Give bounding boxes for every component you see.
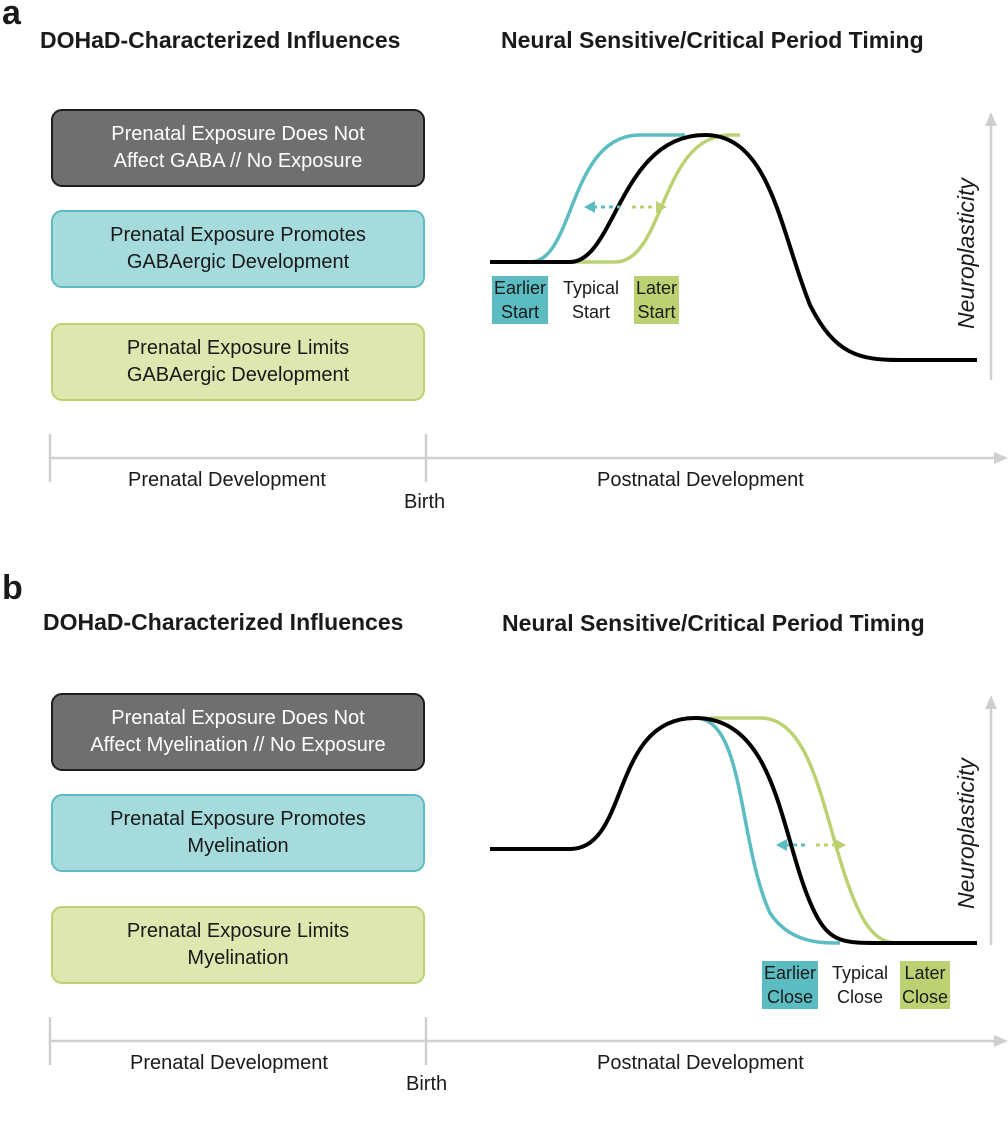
panel-a: a DOHaD-Characterized Influences Neural … [0,0,1008,547]
typical-curve [490,132,977,362]
later-arrowhead [835,839,846,851]
panel-letter: a [2,0,21,32]
marker-line: Earlier [762,961,819,985]
promotes-box: Prenatal Exposure Promotes Myelination [51,794,425,872]
prenatal-label: Prenatal Development [130,1052,328,1074]
development-timeline [48,1017,1008,1065]
y-axis-arrowhead [985,695,997,709]
earlier-close-curve [694,716,841,945]
postnatal-label: Postnatal Development [597,1052,804,1074]
box-line: Prenatal Exposure Limits [126,920,350,942]
birth-label: Birth [404,491,446,513]
box-line: GABAergic Development [126,364,350,386]
postnatal-label: Postnatal Development [597,469,804,491]
typical-curve [490,715,977,945]
birth-label: Birth [406,1073,448,1095]
promotes-box: Prenatal Exposure Promotes GABAergic Dev… [51,210,425,288]
box-line: Affect Myelination // No Exposure [90,734,386,756]
no-effect-box: Prenatal Exposure Does Not Affect GABA /… [51,109,425,187]
box-line: Prenatal Exposure Does Not [111,123,365,145]
typical-close-marker: Typical Close [830,961,890,1009]
marker-line: Earlier [492,276,549,300]
marker-line: Later [900,961,951,985]
plasticity-curves [490,112,997,380]
earlier-close-marker: Earlier Close [762,961,819,1009]
marker-line: Close [762,985,819,1009]
marker-line: Later [634,276,680,300]
later-arrowhead [656,201,667,213]
box-line: Myelination [187,835,289,857]
marker-line: Start [492,300,549,324]
development-timeline [48,434,1008,482]
y-axis-arrowhead [985,112,997,126]
timeline-arrowhead [994,452,1008,464]
box-line: Prenatal Exposure Promotes [110,224,366,246]
box-line: Myelination [187,947,289,969]
neuroplasticity-label: Neuroplasticity [953,758,979,909]
later-start-curve [490,133,740,264]
marker-line: Start [572,302,611,322]
marker-line: Close [900,985,951,1009]
box-line: Prenatal Exposure Does Not [111,707,365,729]
earlier-start-curve [490,133,685,264]
panel-b: b DOHaD-Characterized Influences Neural … [0,571,1008,1130]
box-line: GABAergic Development [126,251,350,273]
typical-start-marker: Typical Start [561,276,621,324]
marker-line: Start [634,300,680,324]
neuroplasticity-label: Neuroplasticity [953,178,979,329]
timing-heading: Neural Sensitive/Critical Period Timing [501,27,924,53]
timeline-arrowhead [994,1035,1008,1047]
earlier-start-marker: Earlier Start [492,276,549,324]
box-line: Prenatal Exposure Limits [126,337,350,359]
influences-heading: DOHaD-Characterized Influences [43,609,404,635]
later-close-curve [710,716,901,945]
box-line: Affect GABA // No Exposure [113,150,363,172]
limits-box: Prenatal Exposure Limits Myelination [51,906,425,984]
marker-line: Close [837,987,884,1007]
influences-heading: DOHaD-Characterized Influences [40,27,401,53]
later-start-marker: Later Start [634,276,680,324]
panel-letter: b [2,569,23,607]
limits-box: Prenatal Exposure Limits GABAergic Devel… [51,323,425,401]
timing-heading: Neural Sensitive/Critical Period Timing [502,610,925,636]
marker-line: Typical [832,963,889,983]
later-close-marker: Later Close [900,961,951,1009]
no-effect-box: Prenatal Exposure Does Not Affect Myelin… [51,693,425,771]
box-line: Prenatal Exposure Promotes [110,808,366,830]
plasticity-curves [490,695,997,945]
marker-line: Typical [563,278,620,298]
prenatal-label: Prenatal Development [128,469,326,491]
earlier-arrowhead [584,201,595,213]
earlier-arrowhead [776,839,787,851]
